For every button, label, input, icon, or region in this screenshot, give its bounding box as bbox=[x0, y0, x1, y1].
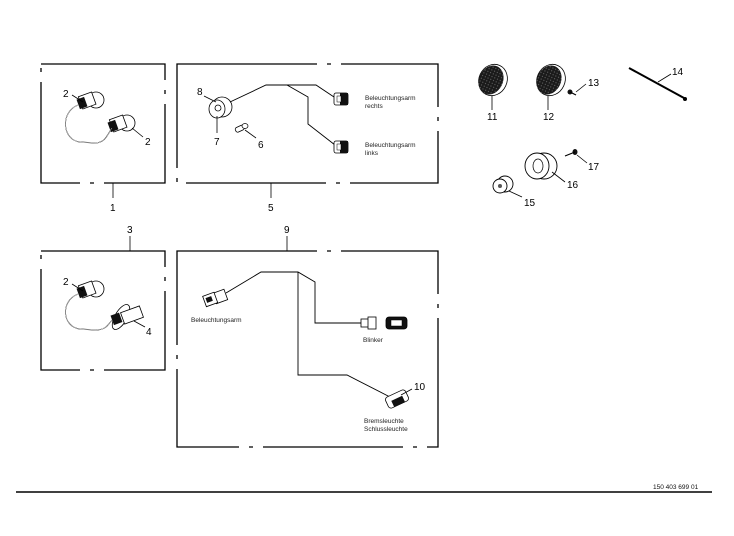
reflector-icon bbox=[536, 63, 566, 97]
group-3: 3 2 4 bbox=[40, 225, 166, 371]
connector-label-links: Beleuchtungsarm bbox=[365, 142, 416, 149]
connector-icon bbox=[333, 92, 349, 106]
harness-wire bbox=[286, 84, 336, 146]
connector-label-beleuchtungsarm: Beleuchtungsarm bbox=[191, 317, 242, 324]
connector-label-schlussleuchte: Schlussleuchte bbox=[364, 426, 408, 433]
connector-label-links: links bbox=[365, 150, 379, 157]
harness-wire bbox=[225, 271, 362, 324]
connector-plug-icon bbox=[76, 280, 105, 299]
harness-wire bbox=[297, 272, 391, 398]
group-1: 1 2 2 bbox=[40, 63, 166, 214]
group-3-number: 3 bbox=[127, 225, 133, 236]
grommet-icon bbox=[492, 175, 514, 194]
callout-16: 16 bbox=[567, 180, 579, 191]
callout-2: 2 bbox=[145, 137, 151, 148]
screw-icon bbox=[567, 89, 577, 96]
group-9: 9 Beleuchtungsarm Blinker 10 Bremsleucht… bbox=[176, 225, 439, 448]
bulb-icon bbox=[234, 123, 249, 133]
group-9-number: 9 bbox=[284, 225, 290, 236]
drawing-reference-number: 150 403 699 01 bbox=[653, 484, 699, 491]
reflector-icon bbox=[478, 63, 508, 97]
connector-icon bbox=[333, 140, 349, 154]
screw-icon bbox=[564, 149, 578, 157]
connector-icon bbox=[202, 288, 229, 308]
callout-12: 12 bbox=[543, 112, 555, 123]
callout-8: 8 bbox=[197, 87, 203, 98]
harness-wire bbox=[229, 84, 335, 103]
group-5-number: 5 bbox=[268, 203, 274, 214]
loose-parts: 11 12 13 14 16 bbox=[478, 63, 687, 209]
blinker-connector-icon bbox=[360, 316, 408, 330]
callout-17: 17 bbox=[588, 162, 600, 173]
socket-connector-icon bbox=[110, 304, 144, 330]
lamp-holder-icon bbox=[208, 96, 233, 119]
callout-7: 7 bbox=[214, 137, 220, 148]
group-5-frame bbox=[176, 63, 439, 184]
group-9-frame bbox=[176, 250, 439, 448]
connector-label-bremsleuchte: Bremsleuchte bbox=[364, 418, 404, 425]
cable bbox=[65, 293, 113, 331]
callout-2: 2 bbox=[63, 277, 69, 288]
group-5: 5 Beleuchtungsarm rechts Beleuchtungsarm… bbox=[176, 63, 439, 214]
connector-label-rechts: Beleuchtungsarm bbox=[365, 95, 416, 102]
group-1-number: 1 bbox=[110, 203, 116, 214]
connector-plug-icon bbox=[107, 114, 136, 133]
ring-icon bbox=[524, 152, 558, 180]
group-3-frame bbox=[40, 250, 166, 371]
cable-tie-icon bbox=[628, 67, 687, 101]
callout-11: 11 bbox=[487, 112, 498, 123]
callout-15: 15 bbox=[524, 198, 536, 209]
callout-4: 4 bbox=[146, 327, 152, 338]
connector-label-rechts: rechts bbox=[365, 103, 383, 110]
cable bbox=[65, 104, 113, 144]
connector-label-blinker: Blinker bbox=[363, 337, 384, 344]
callout-2: 2 bbox=[63, 89, 69, 100]
group-1-frame bbox=[40, 63, 166, 184]
callout-10: 10 bbox=[414, 382, 426, 393]
brake-light-connector-icon bbox=[385, 389, 409, 409]
callout-14: 14 bbox=[672, 67, 684, 78]
callout-6: 6 bbox=[258, 140, 264, 151]
connector-plug-icon bbox=[76, 91, 105, 110]
callout-13: 13 bbox=[588, 78, 600, 89]
